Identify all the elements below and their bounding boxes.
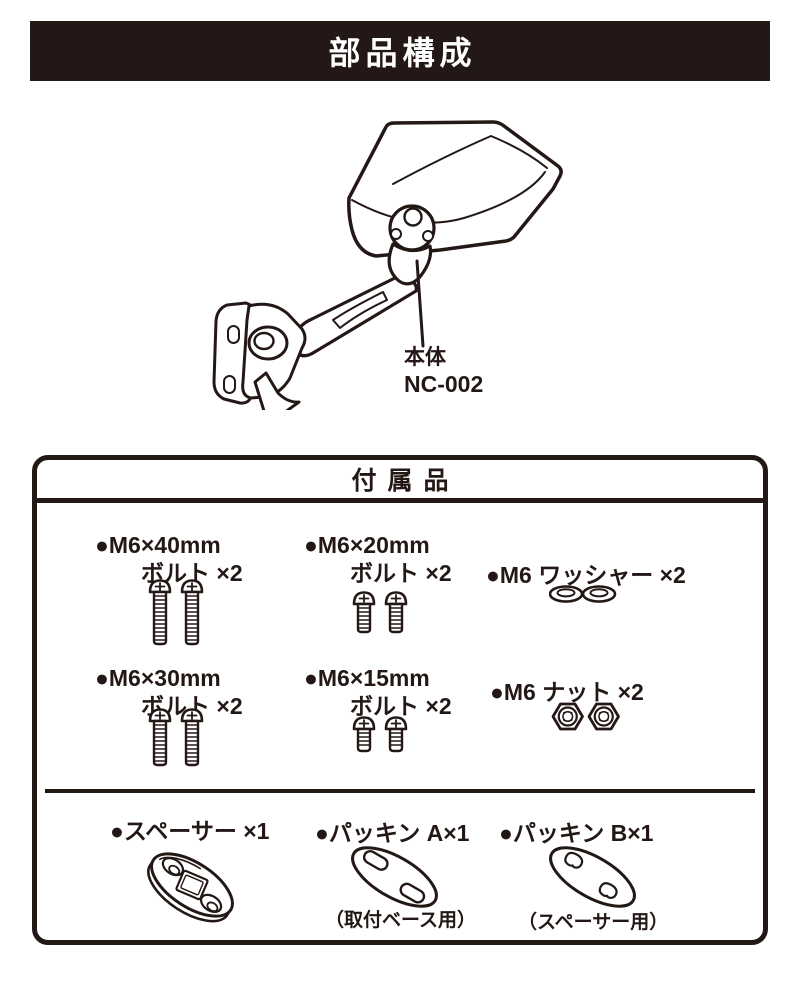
item-bolt-20: ●M6×20mm ボルト ×2 (304, 531, 452, 587)
section-title-bar: 部品構成 (30, 21, 770, 81)
item-packing-a: ●パッキン A×1 (315, 819, 469, 847)
section-divider (45, 789, 755, 793)
packing-b-caption: （スペーサー用） (518, 912, 669, 933)
item-label: ●パッキン B×1 (499, 820, 654, 846)
mirror-illustration (212, 120, 563, 410)
item-label: ●M6×15mm (304, 665, 430, 691)
item-label: ●スペーサー ×1 (110, 818, 270, 844)
nut-icon (551, 702, 620, 731)
item-label: ●M6 ワッシャー ×2 (486, 562, 686, 588)
leader-line (415, 259, 425, 348)
item-label: ●M6×40mm (95, 532, 221, 558)
packing-a-caption: （取付ベース用） (325, 910, 477, 931)
item-washer: ●M6 ワッシャー ×2 (486, 561, 686, 589)
item-bolt-15: ●M6×15mm ボルト ×2 (304, 664, 452, 720)
item-bolt-30: ●M6×30mm ボルト ×2 (95, 664, 243, 720)
bolt-30mm-icon (148, 708, 204, 767)
spacer-icon (147, 852, 234, 923)
packing-a-icon (351, 846, 438, 908)
washer-icon (549, 585, 617, 603)
figure-callout: 本体 NC-002 (404, 346, 483, 398)
item-label: ●パッキン A×1 (315, 820, 470, 846)
part-number: NC-002 (404, 370, 484, 397)
accessories-header: 付属品 (37, 460, 763, 503)
item-label: ●M6×20mm (304, 532, 430, 558)
item-nut: ●M6 ナット ×2 (490, 678, 644, 706)
packing-b-icon (549, 846, 636, 908)
accessories-box: 付属品 ●M6×40mm ボルト ×2 ●M6×20mm ボルト ×2 (32, 455, 768, 945)
item-spacer: ●スペーサー ×1 (110, 817, 269, 845)
accessories-title: 付属品 (351, 467, 460, 495)
bolt-40mm-icon (148, 579, 204, 646)
item-packing-b: ●パッキン B×1 (499, 819, 653, 847)
part-label: 本体 (404, 346, 446, 369)
item-label: ●M6×30mm (95, 665, 221, 691)
item-label-line2: ボルト ×2 (350, 560, 452, 587)
bolt-20mm-icon (352, 591, 408, 634)
item-label: ●M6 ナット ×2 (490, 679, 644, 705)
item-label-line2: ボルト ×2 (350, 693, 452, 720)
bolt-15mm-icon (352, 716, 408, 753)
section-title: 部品構成 (328, 35, 477, 71)
